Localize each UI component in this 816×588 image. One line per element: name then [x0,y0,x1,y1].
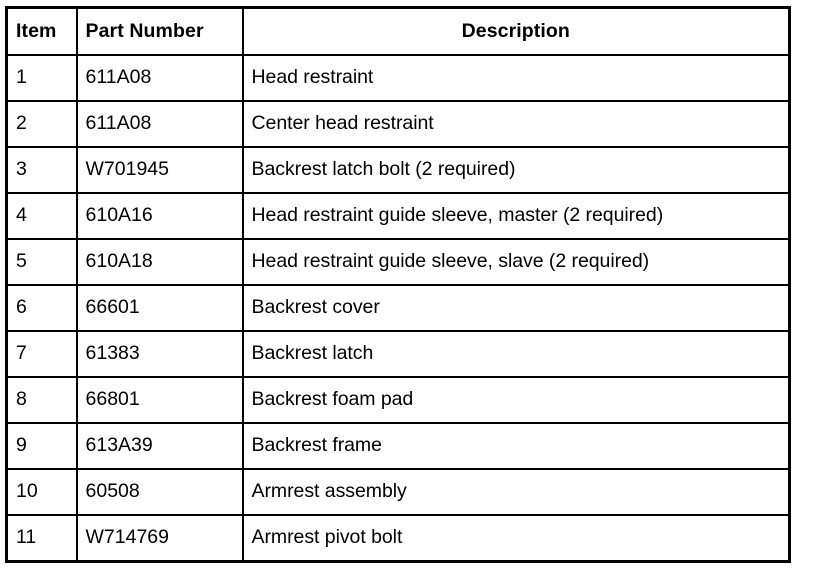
cell-item: 10 [5,468,78,516]
cell-item: 4 [5,192,78,240]
column-header-item: Item [5,6,78,56]
cell-description: Backrest cover [241,284,791,332]
cell-part-number: W714769 [75,514,244,563]
parts-list-table: Item Part Number Description 1 611A08 He… [5,6,791,563]
cell-item: 7 [5,330,78,378]
table-row: 8 66801 Backrest foam pad [5,376,791,424]
cell-description: Armrest pivot bolt [241,514,791,563]
table-header: Item Part Number Description [5,6,791,56]
cell-item: 2 [5,100,78,148]
table-row: 11 W714769 Armrest pivot bolt [5,514,791,563]
cell-description: Head restraint guide sleeve, slave (2 re… [241,238,791,286]
table-row: 3 W701945 Backrest latch bolt (2 require… [5,146,791,194]
cell-part-number: 611A08 [75,54,244,102]
cell-part-number: 61383 [75,330,244,378]
cell-item: 8 [5,376,78,424]
cell-item: 3 [5,146,78,194]
cell-description: Center head restraint [241,100,791,148]
table-body: 1 611A08 Head restraint 2 611A08 Center … [5,54,791,563]
table-header-row: Item Part Number Description [5,6,791,56]
column-header-part-number: Part Number [75,6,244,56]
table-row: 6 66601 Backrest cover [5,284,791,332]
cell-description: Backrest frame [241,422,791,470]
table-row: 7 61383 Backrest latch [5,330,791,378]
table-row: 10 60508 Armrest assembly [5,468,791,516]
cell-description: Armrest assembly [241,468,791,516]
table-row: 4 610A16 Head restraint guide sleeve, ma… [5,192,791,240]
cell-item: 9 [5,422,78,470]
cell-item: 5 [5,238,78,286]
cell-part-number: 66801 [75,376,244,424]
cell-description: Head restraint guide sleeve, master (2 r… [241,192,791,240]
cell-part-number: 66601 [75,284,244,332]
cell-description: Backrest foam pad [241,376,791,424]
cell-part-number: 60508 [75,468,244,516]
cell-description: Backrest latch bolt (2 required) [241,146,791,194]
table-row: 9 613A39 Backrest frame [5,422,791,470]
table-row: 1 611A08 Head restraint [5,54,791,102]
cell-item: 11 [5,514,78,563]
cell-part-number: 613A39 [75,422,244,470]
cell-part-number: 611A08 [75,100,244,148]
cell-part-number: 610A18 [75,238,244,286]
cell-item: 6 [5,284,78,332]
column-header-description: Description [241,6,791,56]
table-row: 2 611A08 Center head restraint [5,100,791,148]
cell-part-number: W701945 [75,146,244,194]
cell-description: Head restraint [241,54,791,102]
cell-description: Backrest latch [241,330,791,378]
table-row: 5 610A18 Head restraint guide sleeve, sl… [5,238,791,286]
cell-item: 1 [5,54,78,102]
cell-part-number: 610A16 [75,192,244,240]
